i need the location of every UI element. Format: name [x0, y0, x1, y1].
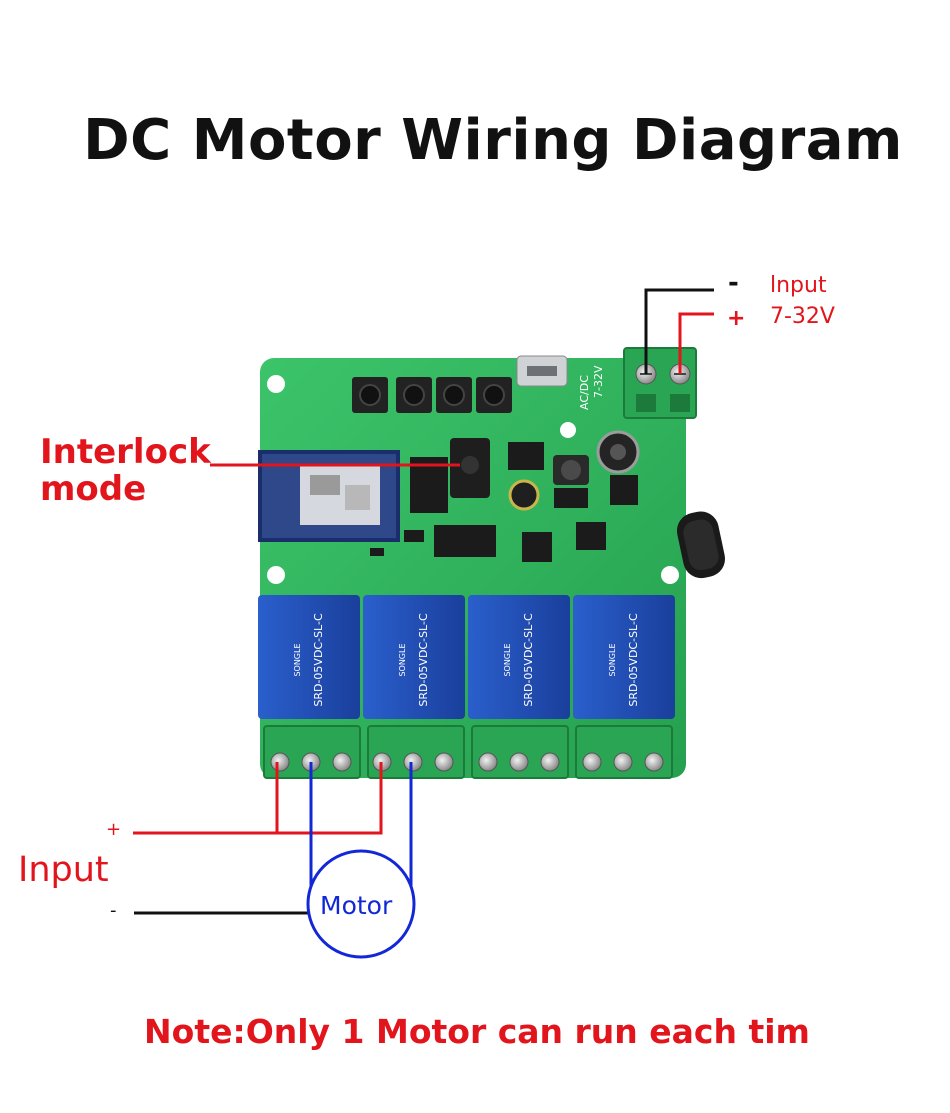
power-plus-wire [678, 312, 714, 374]
relay-model-label: SRD-05VDC-SL-C [417, 613, 430, 707]
antenna-coil [676, 511, 726, 579]
power-input-label: lnput [770, 273, 827, 298]
relay-brand-label: SONGLE [293, 643, 302, 676]
ic-chip [434, 525, 496, 557]
relay-brand-label: SONGLE [398, 643, 407, 676]
power-minus-wire [644, 288, 714, 374]
relay-4: SRD-05VDC-SL-C SONGLE [573, 595, 675, 719]
capacitor [508, 479, 540, 511]
ic-chip [610, 475, 638, 505]
ic-chip [576, 522, 606, 550]
footer-note: Note:Only 1 Motor can run each tim [144, 1012, 810, 1051]
input-label: Input [18, 850, 109, 890]
motor-symbol [306, 849, 416, 959]
relay-model-label: SRD-05VDC-SL-C [627, 613, 640, 707]
board-silk-voltage: 7-32V [592, 365, 605, 398]
input-minus-sign: - [110, 900, 117, 921]
relay-3: SRD-05VDC-SL-C SONGLE [468, 595, 570, 719]
relay-board: 7-32V AC/DC [258, 347, 726, 779]
ic-chip [522, 532, 552, 562]
interlock-label-line2: mode [40, 469, 147, 509]
mount-hole [560, 422, 576, 438]
mount-hole [267, 566, 285, 584]
power-terminal-block [623, 347, 697, 419]
relay-brand-label: SONGLE [503, 643, 512, 676]
mount-hole [267, 375, 285, 393]
input-plus-wire [133, 762, 383, 835]
power-voltage-label: 7-32V [770, 304, 835, 329]
interlock-label-line1: Interlock [40, 432, 211, 472]
diode [554, 488, 588, 508]
relay-2: SRD-05VDC-SL-C SONGLE [363, 595, 465, 719]
mount-hole [661, 566, 679, 584]
motor-label: Motor [320, 891, 393, 920]
relay-1: SRD-05VDC-SL-C SONGLE [258, 595, 360, 719]
diagram-title: DC Motor Wiring Diagram [83, 108, 903, 173]
push-buttons [352, 377, 512, 413]
regulator [508, 442, 544, 470]
output-terminal-blocks [263, 725, 673, 779]
relay-model-label: SRD-05VDC-SL-C [312, 613, 325, 707]
input-plus-sign: + [106, 819, 122, 840]
board-silk-acdc: AC/DC [578, 375, 591, 410]
power-plus-sign: + [727, 306, 746, 331]
relay-model-label: SRD-05VDC-SL-C [522, 613, 535, 707]
power-minus-sign: - [728, 268, 739, 298]
relay-brand-label: SONGLE [608, 643, 617, 676]
